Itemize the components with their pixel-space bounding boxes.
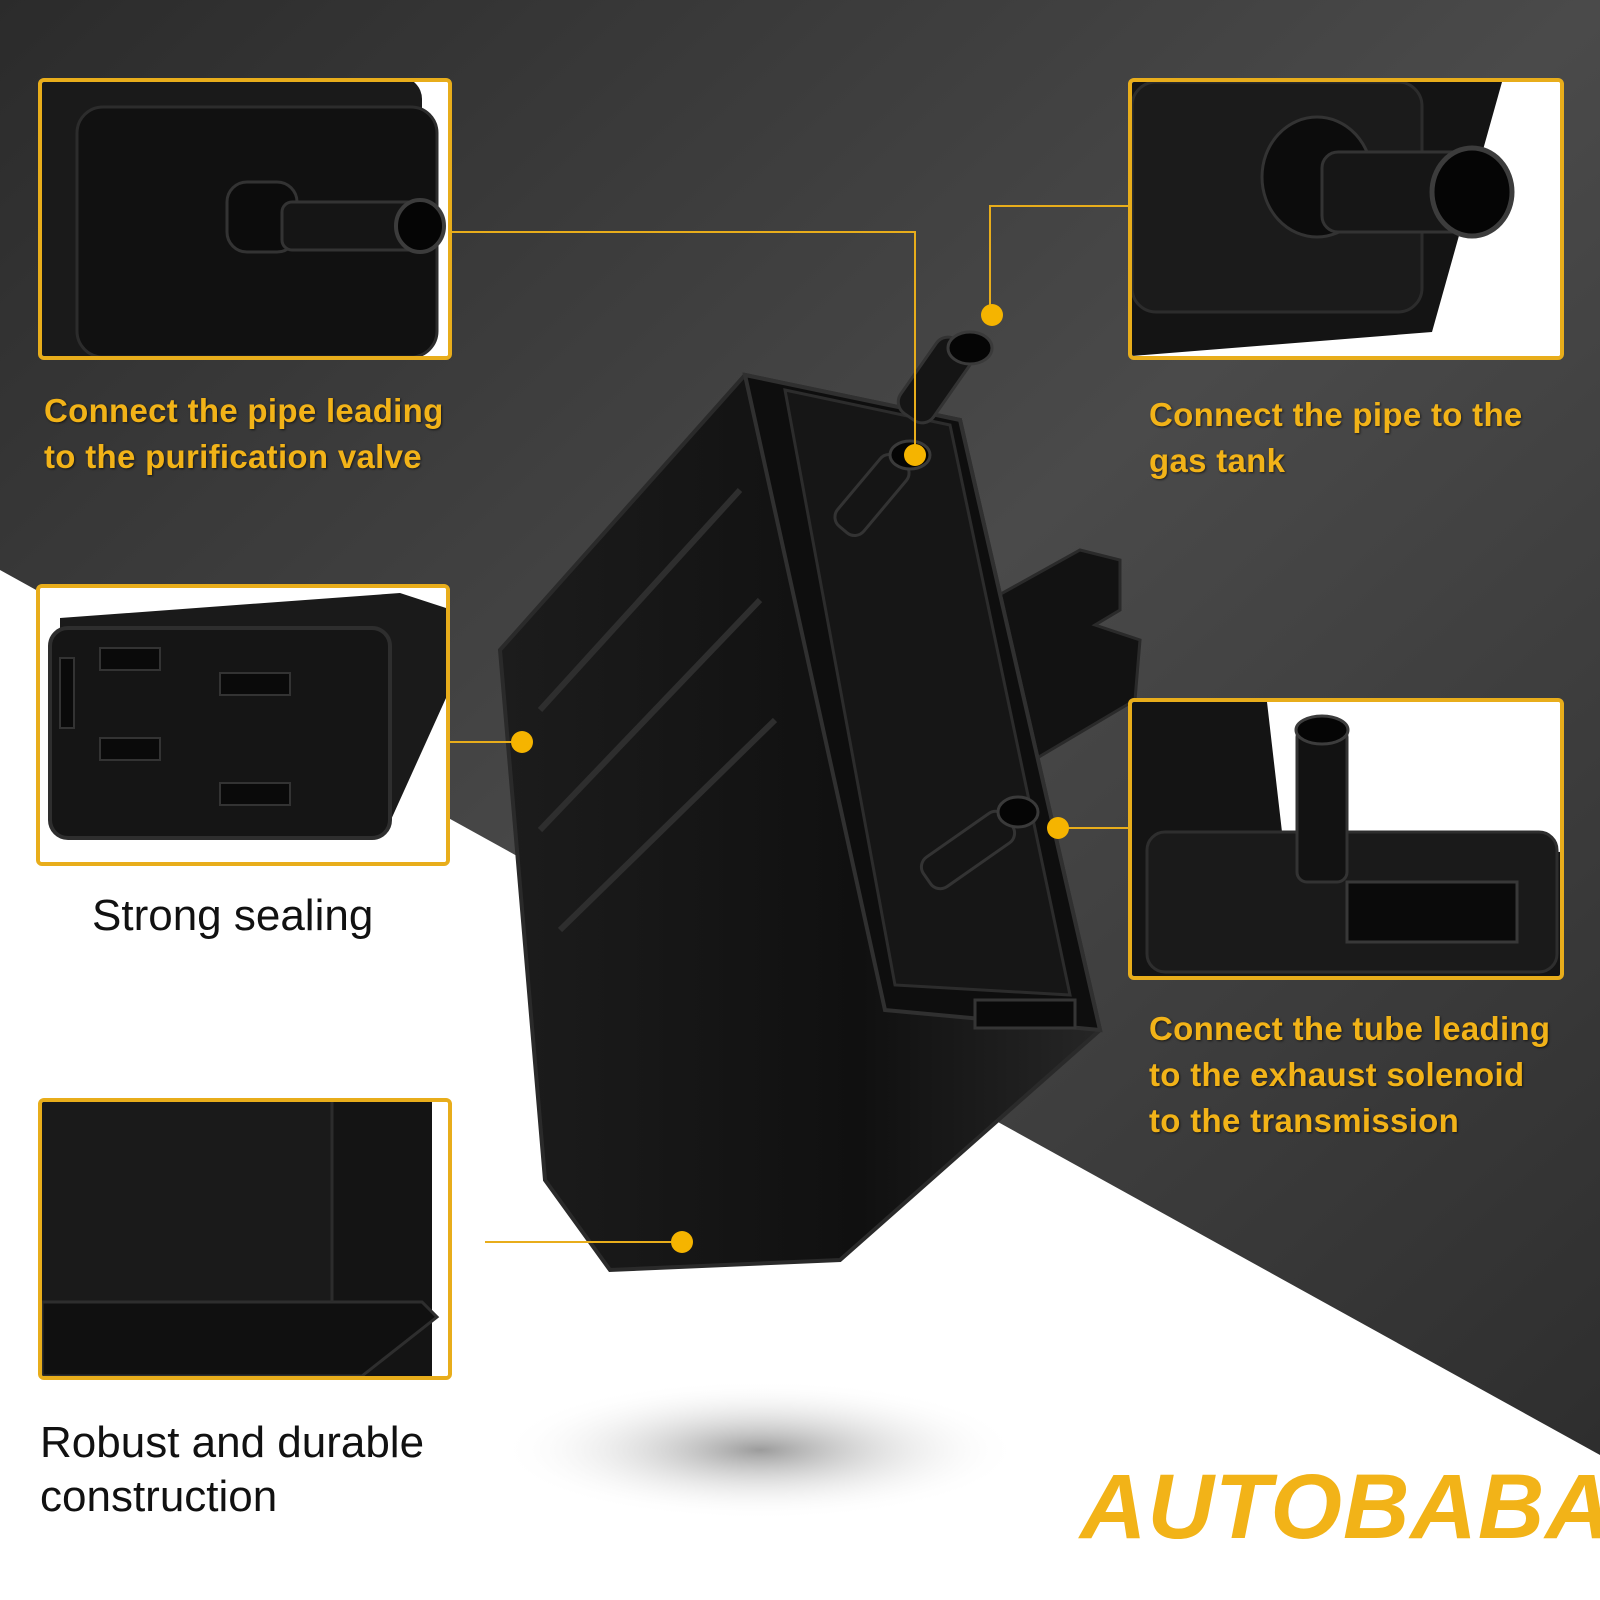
caption-line: construction — [40, 1472, 278, 1521]
caption-purge-valve: Connect the pipe leading to the purifica… — [44, 388, 444, 480]
caption-line: Connect the pipe leading — [44, 392, 444, 429]
caption-line: to the purification valve — [44, 438, 422, 475]
caption-line: Connect the tube leading — [1149, 1010, 1551, 1047]
caption-line: Connect the pipe to the — [1149, 396, 1523, 433]
caption-line: gas tank — [1149, 442, 1286, 479]
caption-construction: Robust and durable construction — [40, 1416, 424, 1524]
detail-panel-construction — [38, 1098, 452, 1380]
caption-gas-tank: Connect the pipe to the gas tank — [1149, 392, 1523, 484]
sealing-closeup-image — [40, 588, 446, 862]
gas-tank-port-closeup-image — [1132, 82, 1560, 356]
detail-panel-gas-tank — [1128, 78, 1564, 360]
construction-closeup-image — [42, 1102, 448, 1376]
brand-logo: AUTOBABA — [1080, 1456, 1600, 1558]
detail-panel-sealing — [36, 584, 450, 866]
caption-sealing: Strong sealing — [92, 889, 373, 943]
exhaust-port-closeup-image — [1132, 702, 1560, 976]
caption-line: Strong sealing — [92, 891, 374, 940]
caption-line: to the exhaust solenoid — [1149, 1056, 1525, 1093]
purge-port-closeup-image — [42, 82, 448, 356]
detail-panel-exhaust — [1128, 698, 1564, 980]
caption-line: to the transmission — [1149, 1102, 1460, 1139]
caption-exhaust: Connect the tube leading to the exhaust … — [1149, 1006, 1550, 1144]
detail-panel-purge-valve — [38, 78, 452, 360]
caption-line: Robust and durable — [40, 1418, 425, 1467]
